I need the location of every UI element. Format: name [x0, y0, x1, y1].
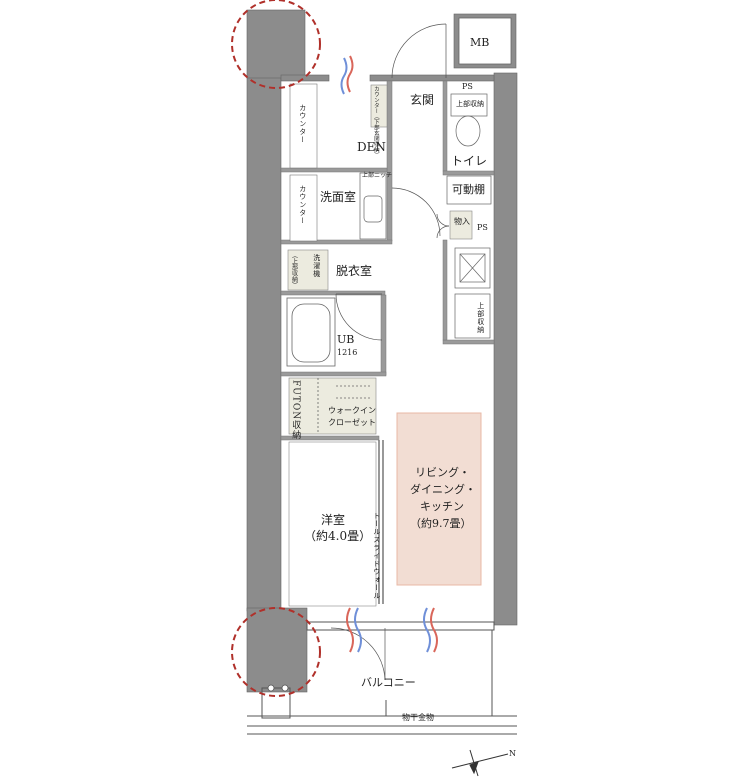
room-label-monoire: 物入 [454, 217, 470, 226]
room-label-ldk-3: キッチン [420, 500, 464, 513]
room-label-ps-mid: PS [477, 223, 488, 232]
washbasin [359, 172, 387, 240]
counters [289, 83, 318, 242]
airflow-arrows [340, 55, 438, 653]
room-label-mb: MB [470, 36, 490, 49]
room-label-walkin-2: クローゼット [328, 418, 376, 427]
room-label-genkan: 玄関 [410, 93, 435, 107]
room-label-senmen: 洗面室 [320, 190, 357, 204]
room-label-ub-size: 1216 [337, 348, 358, 357]
closet-dots [317, 378, 372, 434]
room-label-den: DEN [357, 140, 386, 154]
fixture-jobu-shuno-left: （上部収納） [290, 252, 298, 288]
room-label-youshitsu-1: 洋室 [321, 513, 346, 527]
fixture-slide-wall: トールスライドウォール [372, 512, 381, 600]
balcony-posts [267, 684, 289, 692]
sliding-wall [378, 440, 384, 604]
fixture-jobu-shuno-kitchen: 上部収納 [476, 302, 485, 334]
mb-box [458, 17, 512, 65]
fixture-jobu-niche: 上部ニッチ [362, 172, 393, 179]
fixture-counter-left-2: カウンター [298, 185, 307, 225]
door-swings [330, 23, 450, 681]
youshitsu-outline [288, 441, 377, 607]
kitchen-fixtures [454, 247, 491, 339]
fixture-counter-left-1: カウンター [298, 104, 307, 144]
north-arrow-icon [451, 749, 509, 777]
room-label-ldk-4: （約9.7畳） [410, 517, 472, 530]
room-label-monohoshi: 物干金物 [402, 713, 434, 722]
balcony-structure [247, 621, 517, 735]
room-label-walkin-1: ウォークイン [328, 406, 376, 415]
room-label-ub: UB [337, 333, 355, 346]
interior-partitions [280, 80, 495, 441]
top-wall [280, 74, 495, 82]
room-label-futon: FUTON収納 [290, 380, 301, 441]
room-label-ldk-1: リビング・ [415, 466, 470, 479]
room-label-ldk-2: ダイニング・ [410, 483, 476, 496]
room-label-balcony: バルコニー [361, 676, 416, 689]
bathtub [286, 297, 336, 367]
ldk-highlight [396, 412, 482, 586]
room-label-datsui: 脱衣室 [336, 264, 373, 278]
fixture-jobu-shuno-toilet: 上部収納 [456, 100, 484, 108]
room-label-youshitsu-2: （約4.0畳） [304, 529, 372, 543]
fixture-counter-genkan: カウンター（下部玄関収納） [372, 86, 379, 158]
fixture-sentakuki: 洗濯機 [312, 254, 321, 278]
shelves [446, 175, 492, 205]
room-label-ps-top: PS [462, 82, 473, 91]
room-label-toilet: トイレ [451, 154, 488, 168]
north-label: N [509, 749, 516, 758]
room-label-kadoudana: 可動棚 [452, 183, 485, 196]
toilet-fixture [450, 93, 488, 147]
column-marks [231, 0, 321, 697]
